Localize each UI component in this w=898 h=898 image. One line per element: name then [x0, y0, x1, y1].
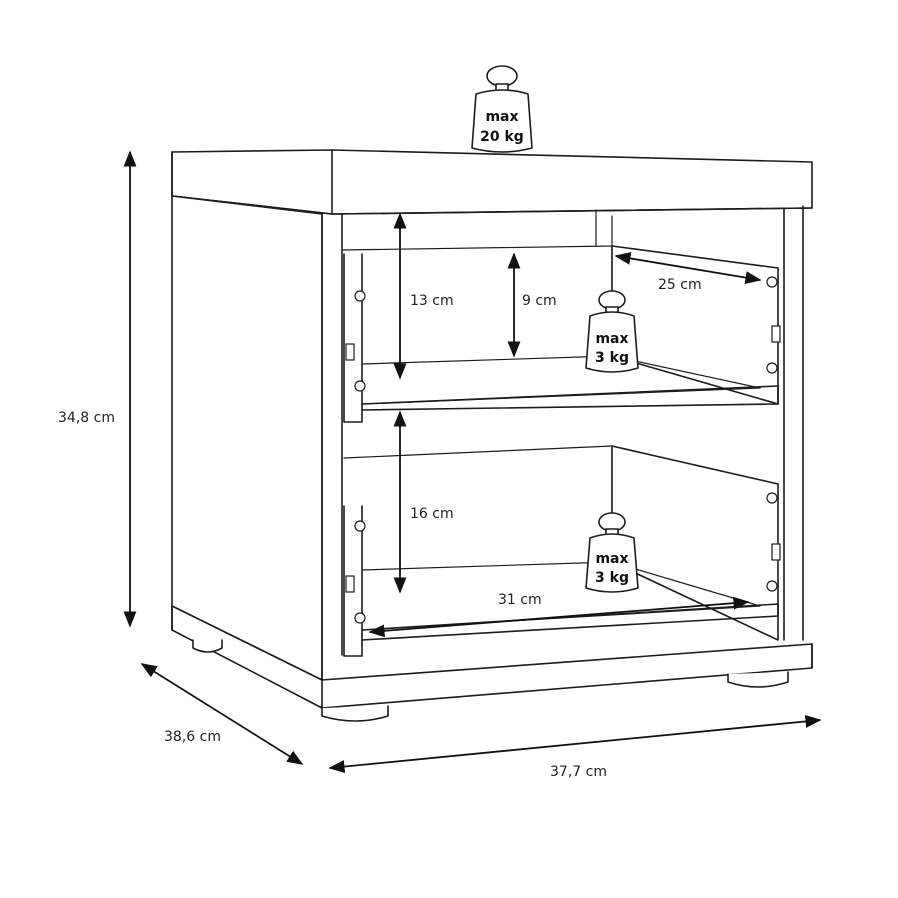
lower-drawer-weight-line2: 3 kg — [595, 570, 629, 586]
width-label: 37,7 cm — [550, 764, 607, 780]
lower-inner-height-label: 16 cm — [410, 506, 454, 522]
foot-right — [727, 671, 789, 688]
width-dimension-arrow — [328, 714, 822, 774]
nightstand-drawing — [171, 149, 813, 722]
height-label: 34,8 cm — [58, 410, 115, 426]
upper-depth-label: 25 cm — [658, 277, 702, 293]
lower-drawer-weight-line1: max — [595, 551, 628, 567]
top-weight-line1: max — [485, 109, 518, 125]
upper-depth-arrow — [614, 252, 762, 284]
weight-icon-lower-drawer: max 3 kg — [585, 512, 639, 593]
lower-drawer — [343, 445, 781, 657]
weight-icon-top: max 20 kg — [471, 65, 533, 153]
lower-depth-label: 31 cm — [498, 592, 542, 608]
lower-depth-arrow — [368, 596, 750, 638]
top-weight-line2: 20 kg — [480, 129, 524, 145]
top-panel — [171, 149, 813, 215]
depth-label: 38,6 cm — [164, 729, 221, 745]
foot-front — [321, 705, 389, 722]
upper-side-height-label: 9 cm — [522, 293, 557, 309]
upper-drawer-weight-line2: 3 kg — [595, 350, 629, 366]
depth-dimension-arrow — [140, 663, 304, 765]
upper-drawer-weight-line1: max — [595, 331, 628, 347]
left-side-panel — [171, 195, 323, 681]
foot-left-back — [192, 639, 223, 653]
weight-icon-upper-drawer: max 3 kg — [585, 290, 639, 373]
upper-inner-height-label: 13 cm — [410, 293, 454, 309]
